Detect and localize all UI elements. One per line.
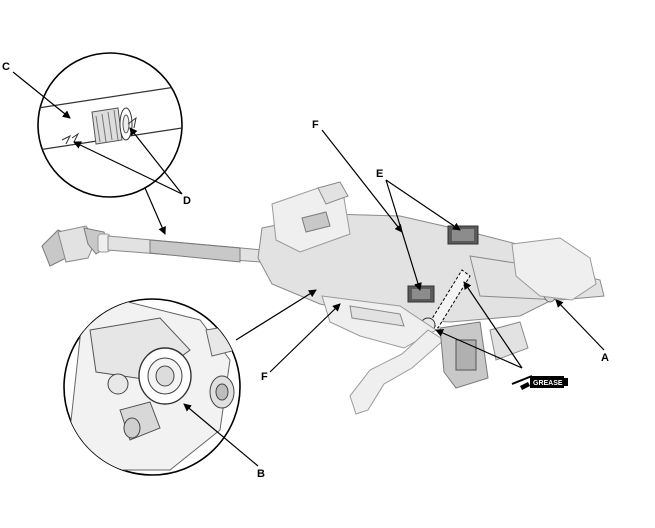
shaft-sleeve — [149, 239, 241, 263]
steering-column-assembly — [41, 181, 605, 415]
callout-f-bottom: F — [261, 371, 268, 383]
callout-f-top: F — [312, 119, 319, 131]
callout-a: A — [601, 352, 609, 364]
detail-view-c — [37, 52, 183, 198]
lower-rail — [349, 305, 405, 327]
callout-b: B — [257, 468, 265, 480]
callout-d: D — [183, 195, 191, 207]
connector — [489, 321, 529, 361]
callout-c: C — [2, 61, 10, 73]
tilt-lever — [349, 329, 445, 415]
bracket-ear — [317, 181, 349, 205]
upper-housing — [511, 237, 597, 301]
universal-joint — [41, 225, 111, 267]
callout-e: E — [376, 168, 383, 180]
bracket-slot — [301, 211, 331, 233]
leader-lines — [12, 71, 605, 467]
grease-gun-icon: GREASE — [511, 375, 568, 390]
detail-view-b — [63, 298, 241, 476]
grease-label: GREASE — [533, 380, 563, 387]
